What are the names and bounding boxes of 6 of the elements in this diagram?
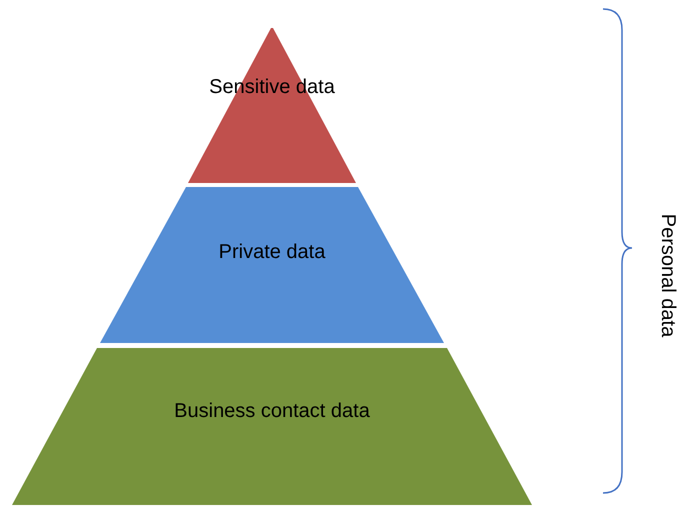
pyramid-level (100, 187, 444, 343)
pyramid-level (12, 348, 532, 505)
pyramid-top-triangle (188, 28, 356, 183)
level-label: Business contact data (174, 400, 370, 423)
bracket-label: Personal data (656, 213, 679, 337)
level-label: Private data (218, 241, 326, 264)
